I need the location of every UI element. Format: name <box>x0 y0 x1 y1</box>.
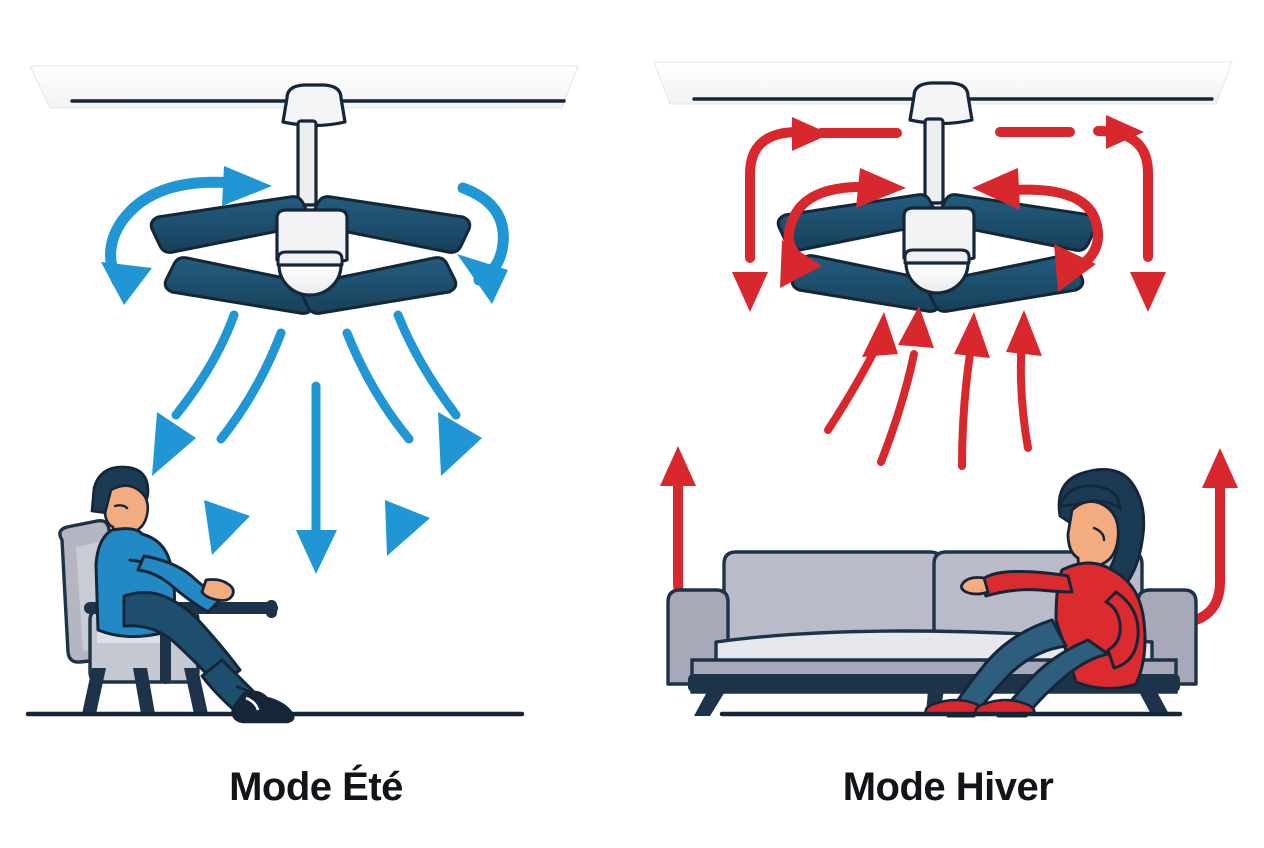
upflow-arrow-3 <box>958 350 974 470</box>
rotation-arrow-right <box>1007 184 1103 271</box>
loop-right-arrowhead-down <box>1130 272 1166 312</box>
rotation-arrowhead-right-lower <box>1054 244 1096 292</box>
sofa-leg-left <box>694 690 726 716</box>
rotation-arrowhead-left-lower <box>780 240 822 288</box>
upflow-head-1 <box>862 312 898 357</box>
ceiling-fan <box>149 83 472 315</box>
downflow-head-1 <box>152 412 196 476</box>
caption-summer: Mode Été <box>229 765 403 809</box>
rotation-arrowhead-lower-left <box>101 262 152 305</box>
downflow-head-4 <box>385 500 430 556</box>
ceiling-fan <box>776 81 1099 313</box>
downflow-head-2 <box>204 500 250 555</box>
person-seated-man <box>90 465 295 724</box>
downflow-arrows <box>171 310 461 541</box>
loop-left-arrowhead-down <box>732 272 768 312</box>
man-shoe <box>231 690 295 724</box>
loop-right-top-bend <box>1093 126 1153 262</box>
man-arm <box>136 554 222 614</box>
person-seated-woman <box>924 468 1147 718</box>
downflow-arrow-2 <box>216 328 286 444</box>
upflow-head-2 <box>898 306 934 348</box>
downflow-head-3 <box>296 530 337 574</box>
panel-winter: Mode Hiver <box>632 0 1264 848</box>
rotation-arrowhead-left-upper <box>856 168 906 208</box>
loop-left-arrowhead-up <box>660 446 696 486</box>
chair-leg-back <box>82 668 106 714</box>
loop-right-arrowhead-top <box>1106 115 1144 149</box>
woman-shoe-front <box>974 698 1036 716</box>
rotation-arrowhead-upper-left <box>222 166 272 206</box>
man-face-line <box>113 504 129 510</box>
woman-hand <box>960 576 990 596</box>
armrest-front-post <box>266 600 277 618</box>
loop-right-arrowhead-up <box>1202 448 1238 488</box>
caption-winter: Mode Hiver <box>842 765 1054 809</box>
rotation-arrowhead-right-upper <box>972 168 1020 210</box>
chair-leg-front <box>184 668 208 714</box>
loop-left-top-bend <box>745 127 803 263</box>
sofa-back-cushion-left <box>722 550 944 644</box>
downflow-arrow-4 <box>342 328 414 444</box>
loop-left-arrowhead-top <box>792 117 830 151</box>
man-hand <box>200 578 235 602</box>
upflow-arrow-2 <box>877 350 918 466</box>
downflow-arrow-5 <box>393 310 461 420</box>
upflow-head-3 <box>954 312 990 358</box>
man-thigh <box>122 591 242 688</box>
chair-leg-mid <box>133 668 155 714</box>
downflow-head-5 <box>438 412 482 476</box>
rotation-arrowhead-lower-right <box>457 254 508 304</box>
woman-hair-front <box>1058 484 1122 511</box>
summer-illustration <box>25 65 579 724</box>
woman-arm-extended <box>978 570 1074 598</box>
rotation-arrow-left <box>105 176 238 287</box>
sofa-leg-right <box>1138 690 1170 716</box>
panel-summer: Mode Été <box>25 65 579 809</box>
downflow-arrow-1 <box>171 310 239 420</box>
woman-arm-bent <box>1104 590 1140 670</box>
upflow-head-4 <box>1006 310 1042 356</box>
man-shoe-detail <box>245 696 260 711</box>
upflow-arrows <box>824 332 1032 470</box>
woman-face-line <box>1092 526 1106 542</box>
winter-illustration <box>653 61 1238 718</box>
